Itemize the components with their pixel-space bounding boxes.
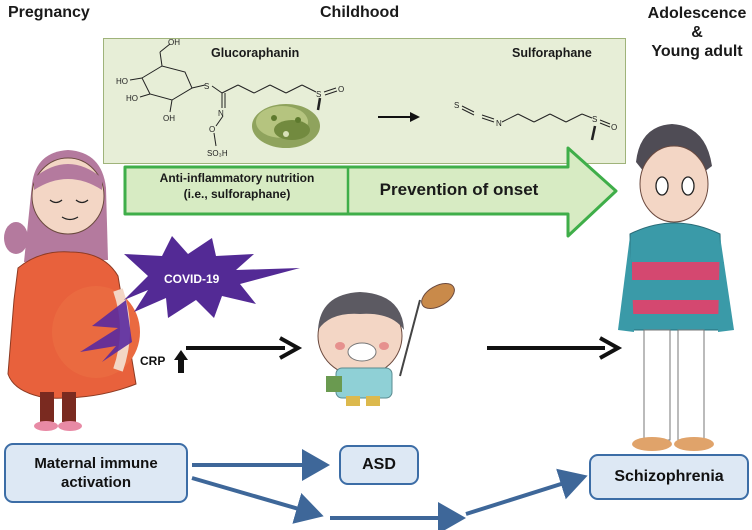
atom-o-label-2: O <box>338 85 344 94</box>
mia-line2: activation <box>60 474 132 491</box>
atom-oh-label-2: OH <box>163 114 175 123</box>
nutrition-label-line1: Anti-inflammatory nutrition <box>159 171 315 185</box>
covid-burst-shape <box>80 236 300 362</box>
atom-oh-label: OH <box>168 38 180 47</box>
atom-s-label-2: S <box>316 90 321 99</box>
conversion-arrow <box>378 112 420 122</box>
maternal-immune-activation-box: Maternal immune activation <box>4 443 188 503</box>
blue-flow-arrows <box>191 449 588 530</box>
glucoraphanin-structure <box>129 43 338 147</box>
chemistry-panel: Glucoraphanin Sulforaphane <box>103 38 626 164</box>
atom-s-label-4: S <box>592 115 597 124</box>
atom-o-label-3: O <box>611 123 617 132</box>
atom-n-label-2: N <box>496 119 502 128</box>
atom-s-label-3: S <box>454 101 459 110</box>
sulforaphane-label: Sulforaphane <box>512 46 592 60</box>
asd-box: ASD <box>339 445 419 485</box>
atom-s-label-1: S <box>204 82 209 91</box>
nutrition-label-line2: (i.e., sulforaphane) <box>183 187 291 201</box>
stage-title-adolescence-line1: Adolescence <box>647 5 747 22</box>
broccoli-sprouts-image <box>252 104 320 148</box>
glucoraphanin-label: Glucoraphanin <box>211 46 300 60</box>
atom-ho-label-2: HO <box>126 94 138 103</box>
child-illustration <box>317 283 455 406</box>
sulforaphane-structure <box>461 105 611 141</box>
stage-title-adolescence-line2: & <box>691 24 703 41</box>
prevention-label: Prevention of onset <box>379 180 539 199</box>
stage-title-pregnancy: Pregnancy <box>8 4 90 21</box>
atom-n-label-1: N <box>218 109 224 118</box>
atom-o-label-1: O <box>209 125 215 134</box>
crp-up-arrow-icon <box>174 350 188 373</box>
sulforaphane-atoms: S N S O <box>454 101 617 132</box>
crp-label: CRP <box>140 354 166 368</box>
covid-label: COVID-19 <box>164 272 220 286</box>
stage-title-childhood: Childhood <box>320 4 400 21</box>
stage-title-adolescence-line3: Young adult <box>651 43 743 60</box>
atom-ho-label-1: HO <box>116 77 128 86</box>
pregnant-woman-illustration <box>4 150 140 431</box>
glucoraphanin-atoms: OH HO HO OH S N O SO₃H S O <box>116 38 344 158</box>
atom-so3h-label: SO₃H <box>207 149 228 158</box>
nutrition-label: Anti-inflammatory nutrition (i.e., sulfo… <box>127 170 347 202</box>
young-adult-illustration <box>618 124 734 451</box>
black-progression-arrows <box>186 336 623 360</box>
stage-title-adolescence: Adolescence & Young adult <box>642 4 752 61</box>
mia-line1: Maternal immune <box>34 455 158 472</box>
prevention-arrow <box>123 146 618 238</box>
schizophrenia-box: Schizophrenia <box>589 454 749 500</box>
